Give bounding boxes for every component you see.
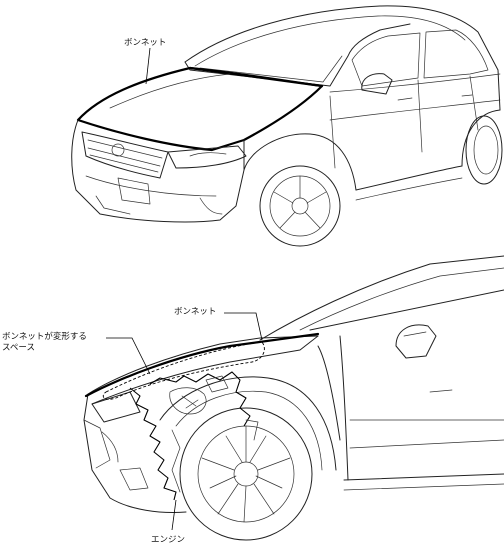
engine-leader <box>171 499 177 531</box>
engine-bay-cutaway <box>129 371 251 501</box>
bottom-bonnet-leader <box>224 312 263 341</box>
deform-space-label-line1: ボンネットが変形する <box>2 332 87 342</box>
top-car-body <box>71 5 503 247</box>
bottom-car-body <box>83 255 504 541</box>
top-bonnet-label: ボンネット <box>124 38 167 48</box>
deformation-space-outline <box>102 341 265 400</box>
deform-space-label-line2: スペース <box>2 343 35 353</box>
bottom-bonnet-label: ボンネット <box>174 307 217 317</box>
top-bonnet-leader <box>145 47 151 85</box>
engine-label: エンジン <box>151 535 186 545</box>
deform-space-leader <box>106 337 151 375</box>
